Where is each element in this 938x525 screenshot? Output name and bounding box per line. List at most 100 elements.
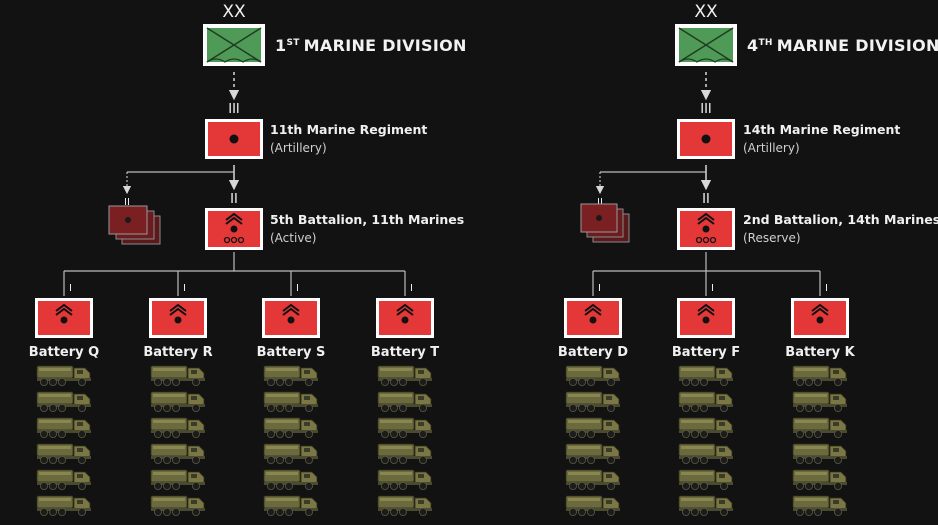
battalion-echelon: II	[230, 192, 238, 207]
battery-vehicles	[263, 365, 318, 516]
battalion-status: (Active)	[270, 231, 316, 245]
left-battalion-group: II 5th Battalion, 11th Marines (Active)	[205, 192, 464, 271]
himars-truck-icon	[792, 495, 847, 516]
himars-truck-icon	[565, 391, 620, 412]
himars-truck-icon	[678, 391, 733, 412]
battery-q: I Battery Q	[29, 271, 99, 516]
right-battalion-group: II 2nd Battalion, 14th Marines (Reserve)	[677, 192, 938, 271]
battalion-status: (Reserve)	[743, 231, 801, 245]
right-batteries: I Battery D I Battery F I Battery K	[558, 270, 856, 516]
stacked-battalion-icon	[108, 205, 161, 245]
rocket-battery-icon	[262, 298, 320, 338]
himars-truck-icon	[377, 469, 432, 490]
regiment-name: 11th Marine Regiment	[270, 122, 427, 137]
division-symbol-icon	[675, 24, 737, 66]
himars-truck-icon	[678, 417, 733, 438]
battery-echelon: I	[296, 283, 299, 294]
rocket-battery-icon	[35, 298, 93, 338]
himars-truck-icon	[792, 365, 847, 386]
rocket-battery-icon	[677, 298, 735, 338]
battery-echelon: I	[598, 283, 601, 294]
battery-label: Battery K	[785, 345, 855, 360]
himars-truck-icon	[377, 443, 432, 464]
himars-truck-icon	[678, 469, 733, 490]
battery-label: Battery Q	[29, 345, 99, 360]
inactive-echelon: II	[597, 197, 603, 208]
battery-vehicles	[678, 365, 733, 516]
battery-k: I Battery K	[785, 271, 856, 516]
regiment-name: 14th Marine Regiment	[743, 122, 900, 137]
battery-d: I Battery D	[558, 271, 628, 516]
himars-truck-icon	[150, 495, 205, 516]
himars-truck-icon	[377, 391, 432, 412]
himars-truck-icon	[36, 469, 91, 490]
regiment-role: (Artillery)	[743, 141, 800, 155]
himars-truck-icon	[36, 443, 91, 464]
himars-truck-icon	[565, 365, 620, 386]
rocket-battery-icon	[791, 298, 849, 338]
regiment-role: (Artillery)	[270, 141, 327, 155]
himars-truck-icon	[792, 417, 847, 438]
battery-echelon: I	[69, 283, 72, 294]
himars-truck-icon	[36, 417, 91, 438]
rocket-battery-icon	[149, 298, 207, 338]
himars-truck-icon	[36, 391, 91, 412]
battery-label: Battery D	[558, 345, 628, 360]
himars-truck-icon	[36, 365, 91, 386]
himars-truck-icon	[263, 391, 318, 412]
himars-truck-icon	[263, 443, 318, 464]
right-branch-lines	[595, 165, 712, 195]
himars-truck-icon	[565, 443, 620, 464]
himars-truck-icon	[792, 469, 847, 490]
rocket-battery-icon	[564, 298, 622, 338]
himars-truck-icon	[263, 417, 318, 438]
battery-vehicles	[36, 365, 91, 516]
battery-label: Battery T	[371, 345, 439, 360]
battalion-name: 5th Battalion, 11th Marines	[270, 212, 464, 227]
division-symbol-icon	[203, 24, 265, 66]
battery-label: Battery S	[257, 345, 326, 360]
right-inactive-stack: II	[580, 197, 630, 243]
artillery-regiment-icon	[677, 119, 735, 159]
battalion-echelon: II	[702, 192, 710, 207]
himars-truck-icon	[150, 391, 205, 412]
himars-truck-icon	[678, 365, 733, 386]
battery-vehicles	[150, 365, 205, 516]
himars-truck-icon	[377, 417, 432, 438]
left-branch-lines	[122, 165, 240, 195]
battery-vehicles	[792, 365, 847, 516]
regiment-echelon: III	[700, 102, 712, 117]
himars-truck-icon	[36, 495, 91, 516]
left-inactive-stack: II	[108, 197, 161, 245]
battery-echelon: I	[825, 283, 828, 294]
himars-truck-icon	[263, 469, 318, 490]
battery-echelon: I	[711, 283, 714, 294]
battery-vehicles	[377, 365, 432, 516]
himars-truck-icon	[678, 495, 733, 516]
himars-truck-icon	[678, 443, 733, 464]
battery-t: I Battery T	[371, 271, 439, 516]
battery-s: I Battery S	[257, 271, 326, 516]
himars-truck-icon	[565, 469, 620, 490]
himars-truck-icon	[150, 417, 205, 438]
battery-vehicles	[565, 365, 620, 516]
himars-truck-icon	[565, 495, 620, 516]
battery-echelon: I	[410, 283, 413, 294]
himars-truck-icon	[150, 443, 205, 464]
regiment-echelon: III	[228, 102, 240, 117]
himars-truck-icon	[263, 495, 318, 516]
himars-truck-icon	[150, 365, 205, 386]
division-echelon: XX	[222, 2, 246, 22]
battery-label: Battery R	[143, 345, 212, 360]
battery-label: Battery F	[672, 345, 740, 360]
himars-truck-icon	[792, 391, 847, 412]
division-echelon: XX	[694, 2, 718, 22]
left-regiment-group: III 11th Marine Regiment (Artillery)	[205, 102, 427, 159]
battalion-name: 2nd Battalion, 14th Marines	[743, 212, 938, 227]
